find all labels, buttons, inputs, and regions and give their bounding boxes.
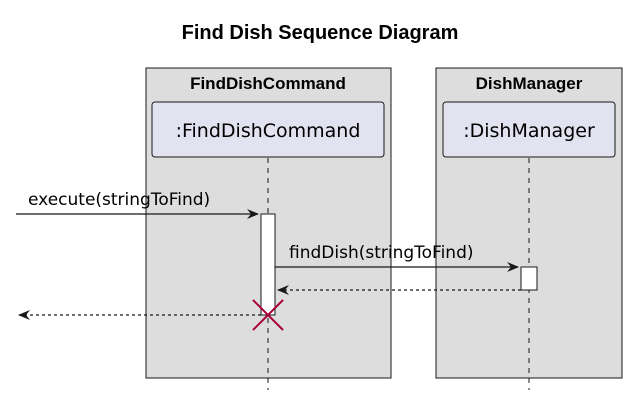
- activation-dishmanager: [520, 266, 538, 291]
- message-finddish: findDish(stringToFind): [275, 243, 519, 272]
- activation-finddishcommand: [260, 213, 276, 316]
- message-finddish-label: findDish(stringToFind): [289, 243, 474, 263]
- message-execute-label: execute(stringToFind): [28, 190, 210, 210]
- diagram-title: Find Dish Sequence Diagram: [182, 22, 459, 44]
- message-execute: execute(stringToFind): [16, 190, 259, 219]
- participant-label-finddishcommand: :FindDishCommand: [176, 120, 361, 142]
- destroy-icon: [252, 299, 284, 331]
- participant-label-dishmanager: :DishManager: [463, 120, 595, 142]
- box-title-dishmanager: DishManager: [476, 74, 583, 93]
- participant-dishmanager: :DishManager: [442, 101, 616, 158]
- box-title-finddishcommand: FindDishCommand: [190, 74, 346, 93]
- participant-finddishcommand: :FindDishCommand: [151, 101, 385, 158]
